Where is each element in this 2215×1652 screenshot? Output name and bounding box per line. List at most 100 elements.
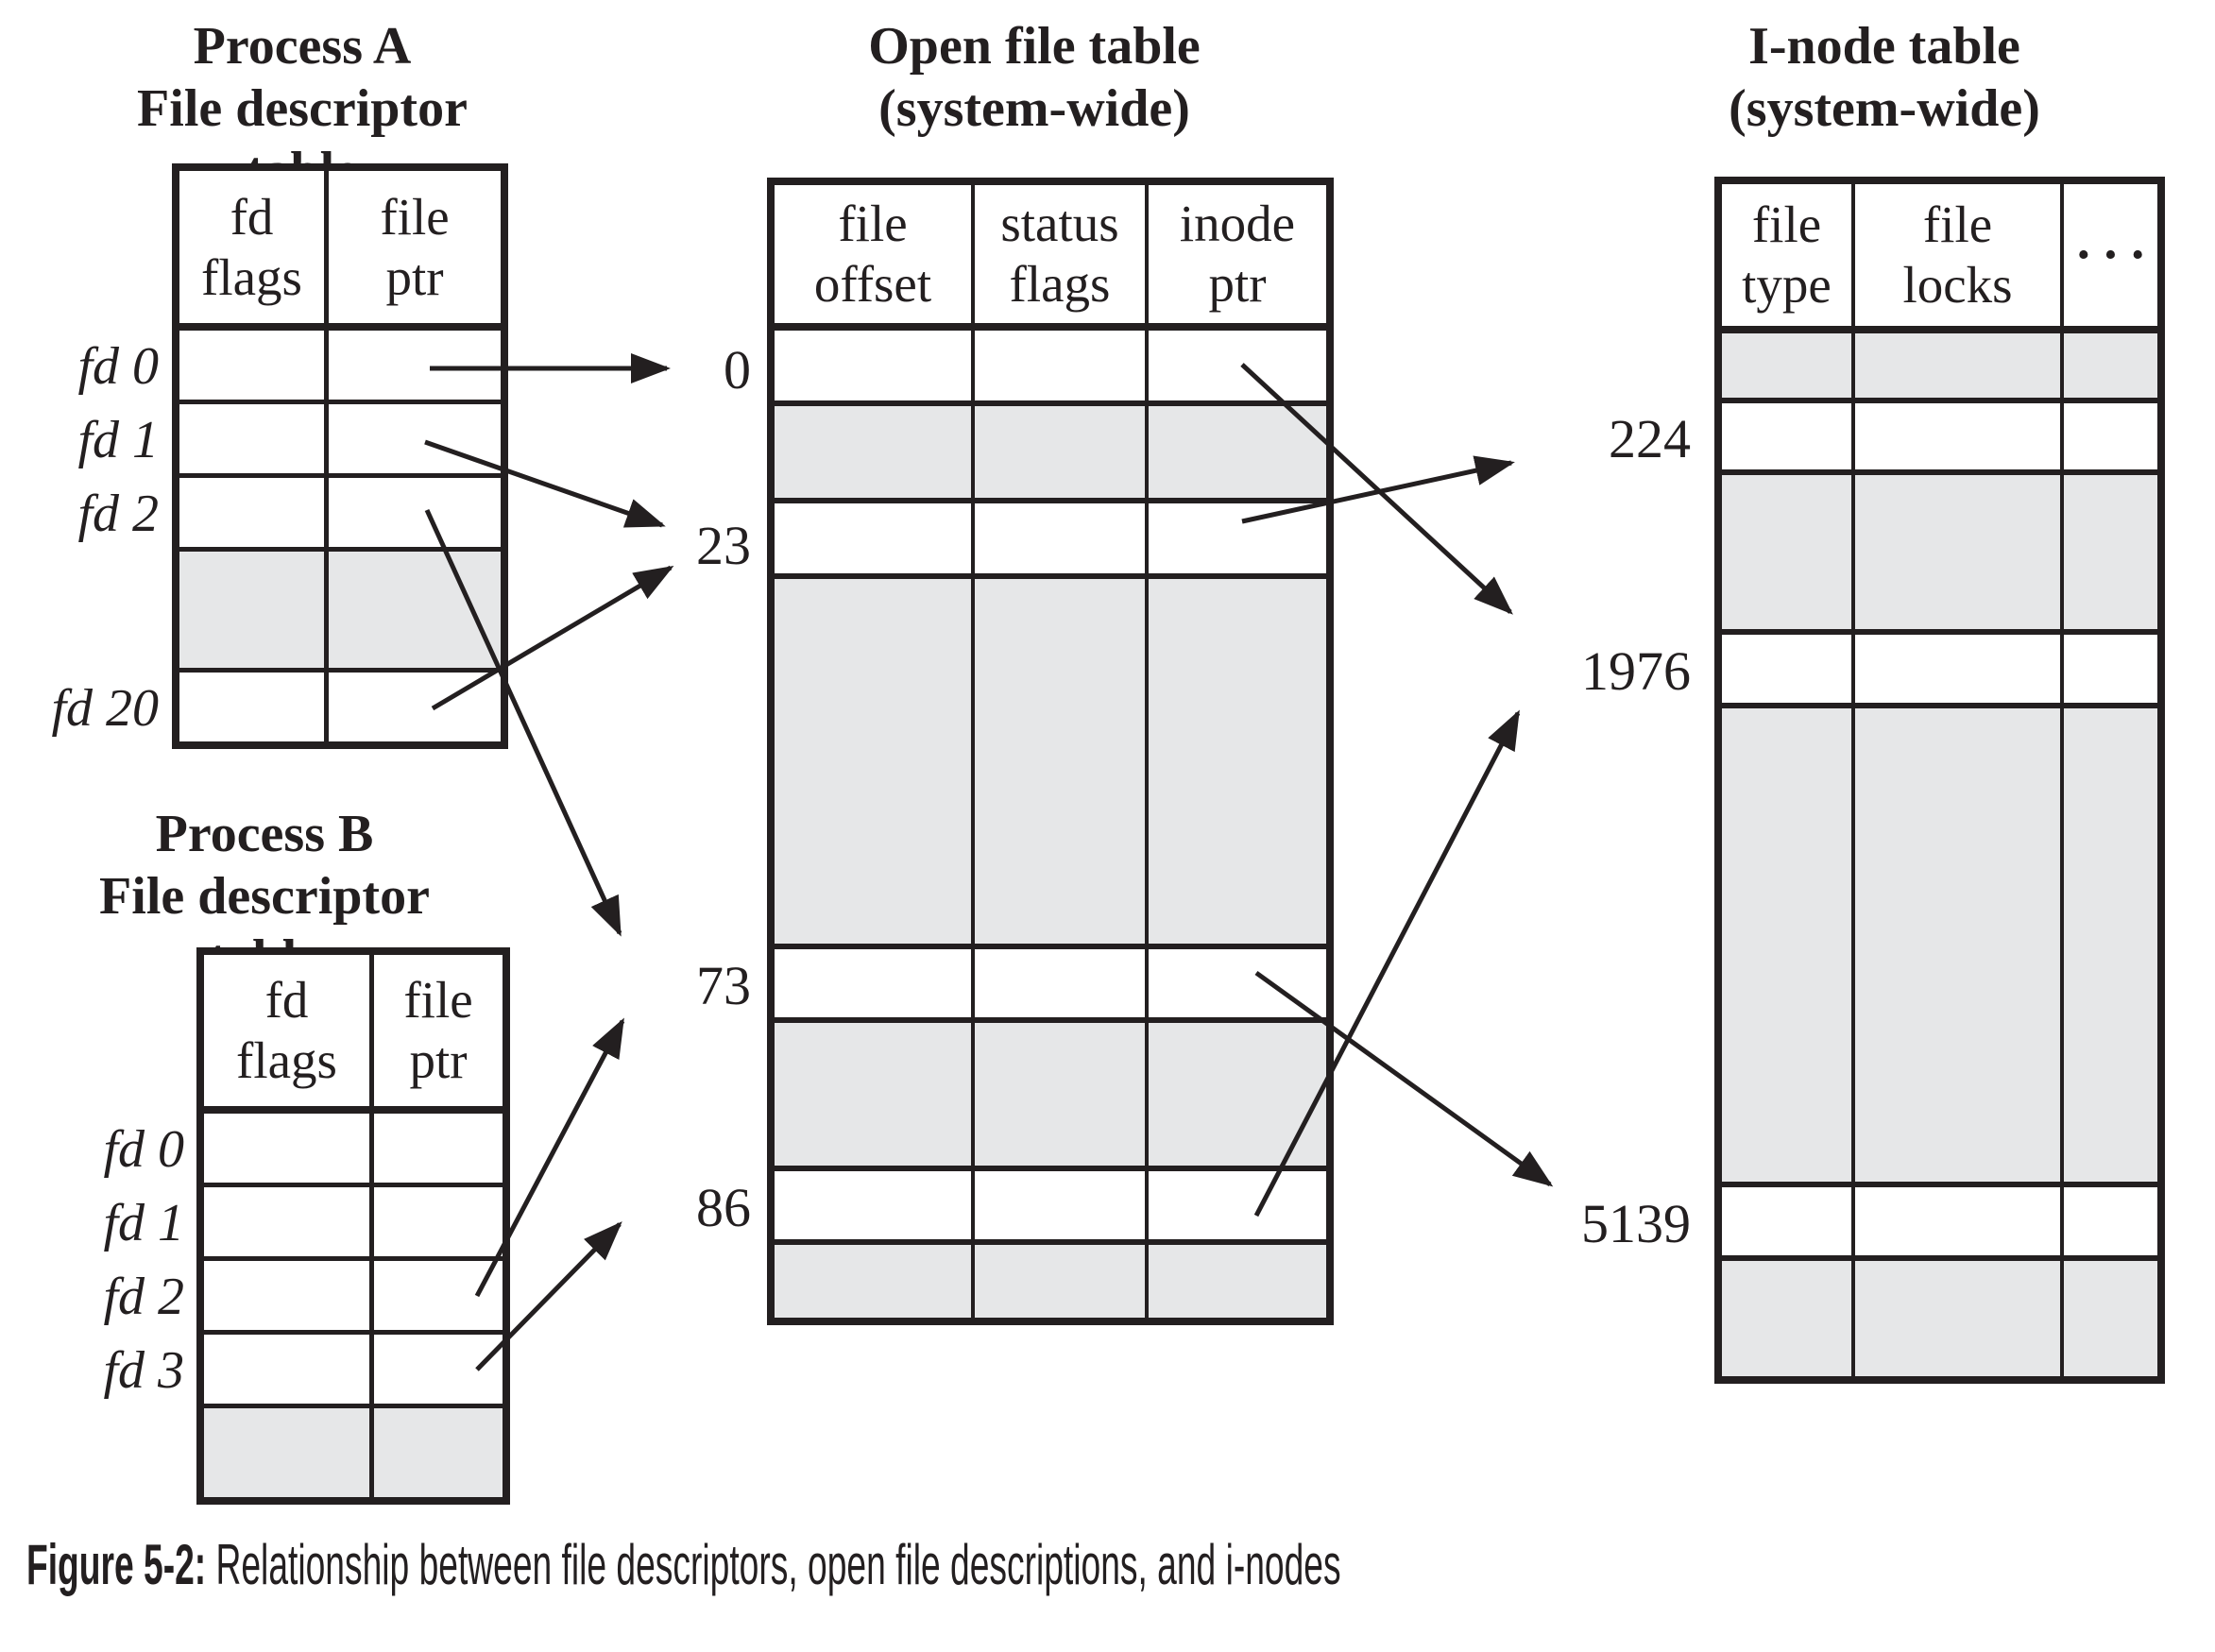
open-file-entry-23	[775, 503, 1326, 579]
file-offset-cell	[775, 331, 975, 400]
status-flags-cell	[975, 1171, 1149, 1239]
inode-entry-1976	[1722, 635, 2157, 708]
status-flags-cell	[975, 503, 1149, 573]
fd-flags-cell	[204, 1114, 374, 1183]
process-a-row-fd0	[179, 331, 501, 404]
fd-label-a-20: fd 20	[51, 678, 159, 738]
col-header-status-flags: status flags	[975, 185, 1149, 323]
inode-label-1976: 1976	[1581, 640, 1691, 702]
file-ptr-cell	[329, 478, 501, 547]
file-type-cell	[1722, 635, 1855, 703]
open-file-entry-0	[775, 331, 1326, 406]
inode-label-224: 224	[1609, 408, 1691, 469]
process-b-row-fd1	[204, 1187, 503, 1261]
fd-flags-cell	[179, 478, 329, 547]
fd-flags-cell	[179, 673, 329, 741]
inode-gap	[1722, 475, 2157, 635]
fd-flags-cell	[204, 1187, 374, 1256]
file-locks-cell	[1855, 1187, 2064, 1255]
open-file-gap	[775, 1245, 1326, 1318]
inode-gap	[1722, 1261, 2157, 1376]
fd-label-b-2: fd 2	[103, 1267, 184, 1326]
process-a-row-fd20	[179, 673, 501, 741]
process-b-row-fd2	[204, 1261, 503, 1335]
inode-ptr-cell	[1149, 1171, 1326, 1239]
file-ptr-cell	[374, 1408, 503, 1497]
inode-header-row: file type file locks ···	[1722, 184, 2157, 333]
fd-label-b-3: fd 3	[103, 1340, 184, 1400]
process-a-row-fd2	[179, 478, 501, 552]
col-header-file-ptr: file ptr	[380, 187, 450, 306]
inode-gap	[1722, 708, 2157, 1187]
open-file-entry-73	[775, 949, 1326, 1023]
fd-flags-cell	[179, 331, 329, 400]
file-ptr-cell	[374, 1261, 503, 1330]
fd-label-b-1: fd 1	[103, 1193, 184, 1252]
process-b-unused-rows	[204, 1408, 503, 1497]
col-header-file-ptr: file ptr	[403, 971, 473, 1089]
figure-caption-number: Figure 5-2:	[26, 1533, 207, 1596]
file-ptr-cell	[329, 331, 501, 400]
process-b-row-fd0	[204, 1114, 503, 1187]
process-a-row-fd1	[179, 404, 501, 478]
fd-label-a-0: fd 0	[77, 336, 159, 396]
process-a-table: fd flags file ptr	[172, 163, 508, 749]
inode-ptr-cell	[1149, 503, 1326, 573]
file-ptr-cell	[374, 1335, 503, 1404]
file-locks-cell	[1855, 635, 2064, 703]
oft-entry-label-23: 23	[696, 515, 751, 576]
file-type-cell	[1722, 1187, 1855, 1255]
process-b-row-fd3	[204, 1335, 503, 1408]
col-header-file-type: file type	[1722, 184, 1855, 326]
file-ptr-cell	[329, 673, 501, 741]
col-header-fd-flags: fd flags	[179, 171, 329, 323]
open-file-entry-86	[775, 1171, 1326, 1245]
inode-gap	[1722, 333, 2157, 403]
inode-label-5139: 5139	[1581, 1193, 1691, 1254]
open-file-table: file offset status flags inode ptr	[767, 178, 1334, 1325]
file-offset-cell	[775, 1171, 975, 1239]
process-a-unused-rows	[179, 552, 501, 673]
file-ptr-cell	[329, 404, 501, 473]
process-a-header-row: fd flags file ptr	[179, 171, 501, 331]
fd-flags-cell	[204, 1261, 374, 1330]
file-ptr-cell	[374, 1114, 503, 1183]
file-ptr-cell	[374, 1187, 503, 1256]
inode-entry-224	[1722, 403, 2157, 475]
inode-table: file type file locks ···	[1714, 177, 2165, 1384]
col-header-ellipsis: ···	[2074, 226, 2156, 284]
process-b-table: fd flags file ptr	[196, 947, 510, 1505]
fd-flags-cell	[179, 552, 329, 668]
figure-caption-text: Relationship between file descriptors, o…	[206, 1533, 1341, 1596]
file-offset-cell	[775, 949, 975, 1017]
col-header-file-offset: file offset	[775, 185, 975, 323]
oft-entry-label-0: 0	[724, 339, 751, 400]
inode-ptr-cell	[1149, 949, 1326, 1017]
oft-entry-label-86: 86	[696, 1177, 751, 1238]
fd-label-b-0: fd 0	[103, 1119, 184, 1179]
oft-entry-label-73: 73	[696, 955, 751, 1016]
fd-flags-cell	[204, 1335, 374, 1404]
status-flags-cell	[975, 949, 1149, 1017]
open-file-header-row: file offset status flags inode ptr	[775, 185, 1326, 331]
inode-ptr-cell	[1149, 331, 1326, 400]
col-header-inode-ptr: inode ptr	[1179, 195, 1296, 313]
open-file-gap	[775, 406, 1326, 503]
fd-label-a-1: fd 1	[77, 410, 159, 469]
inode-table-title: I-node table (system-wide)	[1729, 17, 2040, 138]
status-flags-cell	[975, 331, 1149, 400]
process-b-header-row: fd flags file ptr	[204, 955, 503, 1114]
inode-entry-5139	[1722, 1187, 2157, 1261]
open-file-table-title: Open file table (system-wide)	[868, 17, 1201, 138]
file-ptr-cell	[329, 552, 501, 668]
fd-label-a-2: fd 2	[77, 484, 159, 543]
open-file-gap	[775, 1023, 1326, 1171]
file-offset-cell	[775, 503, 975, 573]
file-type-cell	[1722, 403, 1855, 469]
figure-caption: Figure 5-2: Relationship between file de…	[26, 1532, 1341, 1598]
open-file-gap	[775, 579, 1326, 949]
col-header-fd-flags: fd flags	[204, 955, 374, 1106]
fd-flags-cell	[204, 1408, 374, 1497]
col-header-file-locks: file locks	[1855, 184, 2064, 326]
